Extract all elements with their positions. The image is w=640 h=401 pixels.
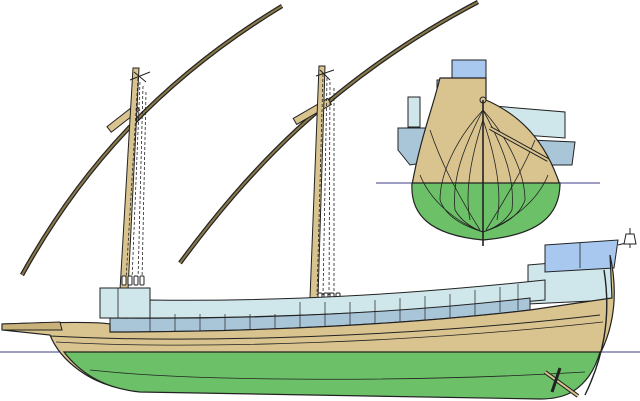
hull-bottom-strake xyxy=(89,369,586,380)
stern-cabin-upper xyxy=(544,239,619,273)
bulwark-panel-lines xyxy=(149,284,519,332)
fore-mast-head xyxy=(129,71,151,83)
section-frames xyxy=(419,109,549,233)
fore-lateen-yard xyxy=(20,4,284,277)
hull-wale-1 xyxy=(49,314,601,340)
sternpost xyxy=(584,269,608,396)
main-yard-parrel xyxy=(292,97,333,126)
main-mast-head xyxy=(315,69,335,81)
stern-section-view xyxy=(376,59,600,246)
section-sweep-inner xyxy=(489,127,549,161)
bow-beak xyxy=(1,321,63,331)
main-mast xyxy=(309,65,326,299)
rudder-tiller-icon xyxy=(543,367,580,398)
fore-lateen-yard-fill xyxy=(21,5,283,276)
main-lateen-yard-fill xyxy=(179,1,479,264)
section-post-left xyxy=(407,96,421,128)
rigging-lines xyxy=(125,73,335,296)
forecastle xyxy=(99,287,151,319)
hull-wale-2 xyxy=(55,321,604,346)
section-fitting xyxy=(479,96,487,104)
section-top-block xyxy=(451,59,487,81)
stern-lantern-icon xyxy=(617,228,637,248)
hull-underwater xyxy=(62,351,601,400)
